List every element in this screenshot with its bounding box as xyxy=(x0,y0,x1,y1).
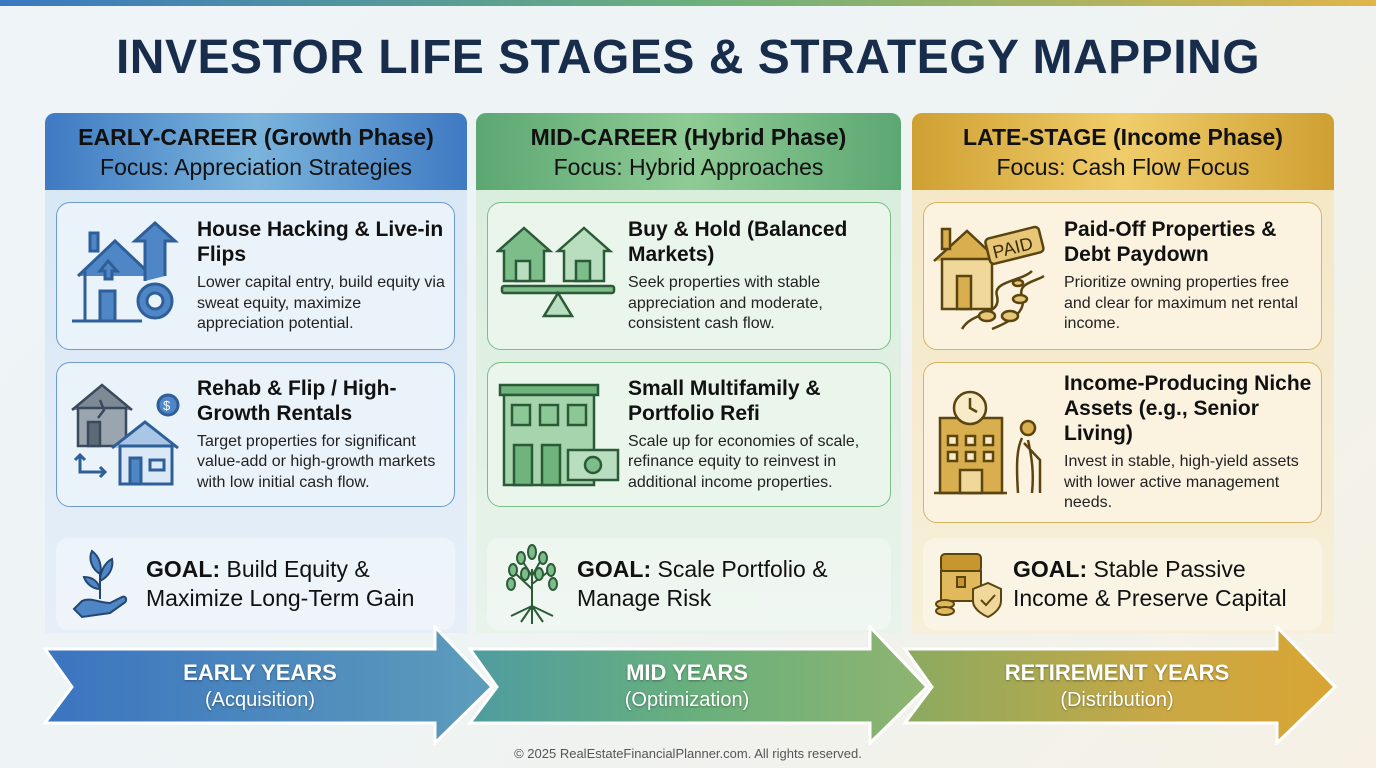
goal-label: GOAL: xyxy=(146,556,221,582)
column-header: EARLY-CAREER (Growth Phase) Focus: Appre… xyxy=(45,113,467,190)
goal-text: GOAL: Stable Passive Income & Preserve C… xyxy=(1013,555,1322,613)
goal-box: GOAL: Scale Portfolio & Manage Risk xyxy=(487,538,891,630)
copyright-footer: © 2025 RealEstateFinancialPlanner.com. A… xyxy=(514,746,862,761)
strategy-title: House Hacking & Live-in Flips xyxy=(197,218,444,267)
strategy-card: Buy & Hold (Balanced Markets) Seek prope… xyxy=(487,202,891,350)
house-gear-arrow-icon xyxy=(57,216,197,336)
goal-box: GOAL: Build Equity & Maximize Long-Term … xyxy=(56,538,455,630)
column-header: MID-CAREER (Hybrid Phase) Focus: Hybrid … xyxy=(476,113,901,190)
page-title: INVESTOR LIFE STAGES & STRATEGY MAPPING xyxy=(115,31,1261,84)
strategy-title: Rehab & Flip / High-Growth Rentals xyxy=(197,376,397,425)
strategy-card: House Hacking & Live-in Flips Lower capi… xyxy=(56,202,455,350)
column-early-career: EARLY-CAREER (Growth Phase) Focus: Appre… xyxy=(45,113,467,633)
strategy-description: Invest in stable, high-yield assets with… xyxy=(1064,453,1299,512)
strategy-card: $ Rehab & Flip / High-Growth Rentals Tar… xyxy=(56,362,455,507)
strategy-card: Small Multifamily & Portfolio Refi Scale… xyxy=(487,362,891,507)
column-mid-career: MID-CAREER (Hybrid Phase) Focus: Hybrid … xyxy=(476,113,901,633)
goal-description: Stable Passive Income & Preserve Capital xyxy=(1013,556,1287,611)
column-phase-title: MID-CAREER (Hybrid Phase) xyxy=(530,123,847,150)
treasure-chest-shield-icon xyxy=(923,549,1013,619)
timeline-arrows: EARLY YEARS (Acquisition) MID YEARS (Opt… xyxy=(40,625,1340,745)
timeline-stage-early: EARLY YEARS (Acquisition) xyxy=(100,659,420,713)
column-focus: Focus: Hybrid Approaches xyxy=(553,153,824,180)
arrow-early xyxy=(42,625,495,745)
multifamily-cash-icon xyxy=(488,375,628,495)
goal-description: Scale Portfolio & Manage Risk xyxy=(577,556,828,611)
goal-box: GOAL: Stable Passive Income & Preserve C… xyxy=(923,538,1322,630)
timeline-label: MID YEARS xyxy=(626,660,748,685)
strategy-title: Paid-Off Properties & Debt Paydown xyxy=(1064,218,1277,267)
column-phase-title: LATE-STAGE (Income Phase) xyxy=(963,123,1283,150)
column-phase-title: EARLY-CAREER (Growth Phase) xyxy=(78,123,434,150)
column-focus: Focus: Cash Flow Focus xyxy=(996,153,1250,180)
goal-label: GOAL: xyxy=(1013,556,1088,582)
strategy-description: Seek properties with stable appreciation… xyxy=(628,274,823,333)
top-gradient-bar xyxy=(0,0,1376,6)
goal-text: GOAL: Scale Portfolio & Manage Risk xyxy=(577,555,891,613)
strategy-card: Income-Producing Niche Assets (e.g., Sen… xyxy=(923,362,1322,523)
tree-roots-icon xyxy=(487,544,577,624)
timeline-stage-retirement: RETIREMENT YEARS (Distribution) xyxy=(957,659,1277,713)
arrow-retirement xyxy=(902,625,1338,745)
hand-plant-icon xyxy=(56,549,146,619)
timeline-label: EARLY YEARS xyxy=(183,660,337,685)
timeline-sublabel: (Distribution) xyxy=(1060,689,1174,711)
column-focus: Focus: Appreciation Strategies xyxy=(100,153,412,180)
goal-text: GOAL: Build Equity & Maximize Long-Term … xyxy=(146,555,455,613)
strategy-card: PAID Paid-Off Properties & Debt Paydown … xyxy=(923,202,1322,350)
rehab-house-dollar-icon: $ xyxy=(57,375,197,495)
column-late-stage: LATE-STAGE (Income Phase) Focus: Cash Fl… xyxy=(912,113,1334,633)
timeline-sublabel: (Acquisition) xyxy=(204,689,316,711)
strategy-description: Lower capital entry, build equity via sw… xyxy=(197,274,445,333)
balanced-houses-icon xyxy=(488,216,628,336)
goal-description: Build Equity & Maximize Long-Term Gain xyxy=(146,556,415,611)
timeline-sublabel: (Optimization) xyxy=(624,689,750,711)
goal-label: GOAL: xyxy=(577,556,652,582)
strategy-title: Income-Producing Niche Assets (e.g., Sen… xyxy=(1064,372,1312,446)
column-header: LATE-STAGE (Income Phase) Focus: Cash Fl… xyxy=(912,113,1334,190)
strategy-description: Prioritize owning properties free and cl… xyxy=(1064,274,1298,333)
arrow-mid xyxy=(467,625,930,745)
paid-house-coins-icon: PAID xyxy=(924,216,1064,336)
strategy-description: Scale up for economies of scale, refinan… xyxy=(628,432,860,491)
svg-text:$: $ xyxy=(163,398,171,413)
strategy-description: Target properties for significant value-… xyxy=(197,432,436,491)
strategy-title: Small Multifamily & Portfolio Refi xyxy=(628,376,821,425)
senior-living-building-icon xyxy=(924,383,1064,503)
timeline-label: RETIREMENT YEARS xyxy=(1004,660,1230,685)
strategy-title: Buy & Hold (Balanced Markets) xyxy=(628,218,848,267)
timeline-stage-mid: MID YEARS (Optimization) xyxy=(527,659,847,713)
